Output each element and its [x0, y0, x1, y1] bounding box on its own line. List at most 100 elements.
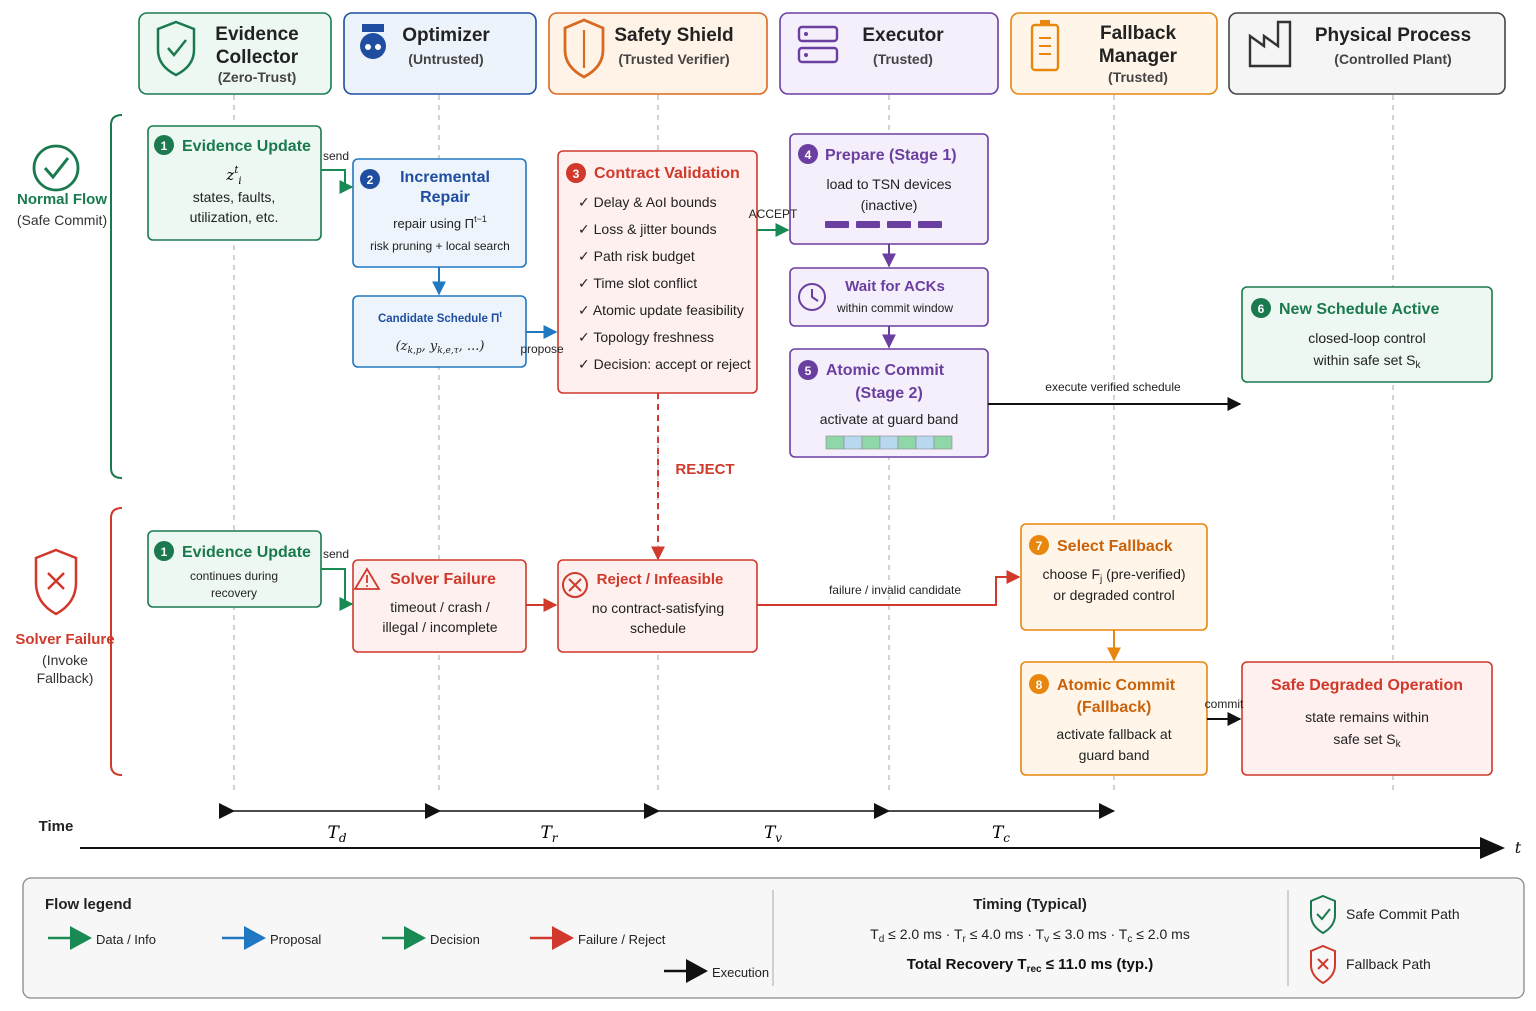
box-line: risk pruning + local search	[370, 239, 510, 253]
lane-subtitle: (Zero-Trust)	[218, 69, 297, 85]
battery-icon	[1030, 20, 1060, 72]
lane-title: Evidence	[215, 24, 298, 45]
time-axis-t: t	[1515, 838, 1522, 857]
svg-text:Decision: Decision	[430, 932, 480, 947]
invalid-candidate-arrow	[757, 570, 1021, 606]
interval-tr: Tr	[540, 823, 558, 845]
solver-failure-side-label: Solver Failure (Invoke Fallback)	[15, 507, 123, 776]
lane-title: Fallback	[1100, 23, 1176, 44]
legend-item-data-info: Data / Info	[48, 926, 156, 950]
svg-text:Execution: Execution	[712, 965, 769, 980]
check-item: ✓ Time slot conflict	[578, 275, 697, 291]
tsn-device-bars	[825, 221, 942, 228]
lane-subtitle: (Trusted Verifier)	[618, 51, 729, 67]
svg-text:Safe Commit Path: Safe Commit Path	[1346, 906, 1460, 922]
box-line: within commit window	[836, 301, 953, 315]
evidence-symbol: zti	[225, 165, 241, 187]
step-number: 8	[1036, 678, 1043, 692]
step-number: 5	[805, 364, 812, 378]
evidence-update-box: 1 Evidence Update zti states, faults, ut…	[147, 125, 322, 241]
lane-title: Executor	[862, 25, 944, 46]
lane-header-fallback-manager: Fallback Manager (Trusted)	[1010, 12, 1218, 95]
box-line: closed-loop control	[1308, 330, 1426, 346]
box-title: (Fallback)	[1077, 699, 1152, 716]
prepare-box: 4 Prepare (Stage 1) load to TSN devices …	[789, 133, 989, 245]
box-line: (inactive)	[861, 197, 918, 213]
box-title: New Schedule Active	[1279, 301, 1439, 318]
interval-ticks	[219, 803, 1115, 819]
wait-acks-box: Wait for ACKs within commit window	[789, 267, 989, 327]
legend-item-failure-reject: Failure / Reject	[530, 926, 666, 950]
box-line: continues during	[190, 569, 278, 583]
atomic-commit-fallback-box: 8 Atomic Commit (Fallback) activate fall…	[1020, 661, 1208, 776]
lane-title: Collector	[216, 47, 299, 68]
step-number: 4	[805, 148, 812, 162]
lane-title: Manager	[1099, 46, 1178, 67]
box-line: utilization, etc.	[190, 209, 279, 225]
contract-validation-box: 3 Contract Validation ✓ Delay & AoI boun…	[557, 150, 758, 394]
box-line: state remains within	[1305, 709, 1429, 725]
box-line: repair using Πt−1	[393, 214, 487, 231]
arrow-label: REJECT	[675, 461, 734, 478]
select-fallback-box: 7 Select Fallback choose Fj (pre-verifie…	[1020, 523, 1208, 631]
step-number: 6	[1258, 302, 1265, 316]
x-circle-icon	[562, 572, 588, 598]
new-schedule-box: 6 New Schedule Active closed-loop contro…	[1241, 286, 1493, 383]
step-number: 7	[1036, 539, 1043, 553]
check-item: ✓ Atomic update feasibility	[578, 302, 744, 318]
legend-item-decision: Decision	[382, 926, 480, 950]
box-title: (Stage 2)	[855, 385, 923, 402]
lane-subtitle: (Trusted)	[1108, 69, 1168, 85]
failure-flow-arrows: send failure / invalid candidate commit	[321, 547, 1244, 726]
box-title: Prepare (Stage 1)	[825, 147, 957, 164]
normal-flow-title: Normal Flow	[17, 191, 107, 208]
shield-icon	[563, 18, 605, 79]
box-title: Evidence Update	[182, 544, 311, 561]
svg-text:Fallback Path: Fallback Path	[1346, 956, 1431, 972]
normal-flow-arrows: send propose ACCEPT execute verified sch…	[321, 149, 1242, 561]
reject-infeasible-box: Reject / Infeasible no contract-satisfyi…	[557, 559, 758, 653]
step-number: 1	[161, 139, 168, 153]
warning-icon	[353, 567, 381, 590]
box-line: or degraded control	[1053, 587, 1174, 603]
box-line: states, faults,	[193, 189, 275, 205]
total-recovery: Total Recovery Trec ≤ 11.0 ms (typ.)	[907, 956, 1153, 975]
guard-band-slots	[825, 435, 953, 450]
box-title: Repair	[420, 189, 470, 206]
evidence-update-continued-box: 1 Evidence Update continues during recov…	[147, 530, 322, 608]
lane-subtitle: (Untrusted)	[408, 51, 483, 67]
clock-icon	[798, 283, 826, 311]
box-line: timeout / crash /	[390, 599, 490, 615]
box-line: safe set Sk	[1333, 731, 1401, 750]
factory-icon	[1248, 20, 1292, 68]
interval-td: Td	[327, 823, 346, 845]
legend-item-execution: Execution	[664, 959, 769, 983]
lane-title: Optimizer	[402, 25, 490, 46]
time-axis-arrowhead	[1480, 837, 1505, 859]
arrow-label: send	[323, 547, 349, 561]
incremental-repair-box: 2 Incremental Repair repair using Πt−1 r…	[352, 158, 527, 268]
send-arrow	[321, 568, 354, 611]
lane-header-optimizer: Optimizer (Untrusted)	[343, 12, 537, 95]
box-line: schedule	[630, 620, 686, 636]
lane-subtitle: (Trusted)	[873, 51, 933, 67]
legend: Flow legend Data / Info Proposal Decisio…	[22, 877, 1525, 999]
shield-check-icon	[156, 20, 196, 77]
timing-title: Timing (Typical)	[973, 896, 1087, 913]
legend-item-proposal: Proposal	[222, 926, 321, 950]
box-line: illegal / incomplete	[382, 619, 497, 635]
candidate-schedule-box: Candidate Schedule Πt (zk,p, yk,e,τ, ...…	[352, 295, 527, 368]
server-icon	[797, 25, 839, 64]
box-title: Safe Degraded Operation	[1271, 677, 1463, 694]
candidate-formula: (zk,p, yk,e,τ, ...)	[396, 339, 485, 356]
robot-icon	[360, 24, 386, 59]
check-item: ✓ Loss & jitter bounds	[578, 221, 717, 237]
arrow-label: send	[323, 149, 349, 163]
check-item: ✓ Topology freshness	[578, 329, 714, 345]
box-title: Select Fallback	[1057, 538, 1173, 555]
check-item: ✓ Delay & AoI bounds	[578, 194, 717, 210]
arrow-label: propose	[520, 342, 564, 356]
interval-tv: Tv	[764, 823, 782, 845]
shield-x-icon	[34, 548, 78, 616]
lane-header-safety-shield: Safety Shield (Trusted Verifier)	[548, 12, 768, 95]
